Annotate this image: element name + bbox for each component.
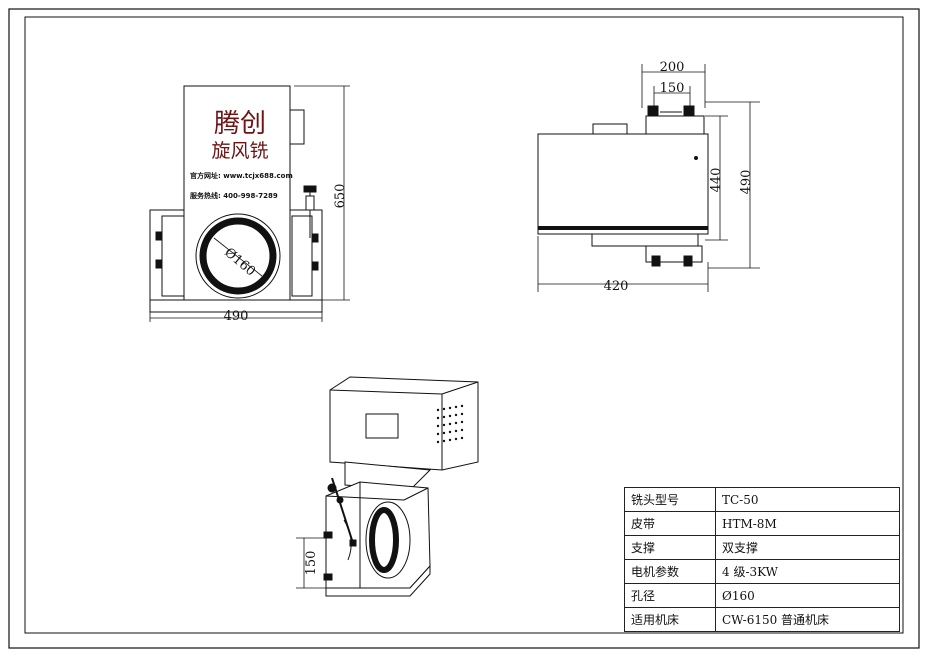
dim-front-width: 490 bbox=[224, 309, 249, 324]
dim-side-height-inner: 440 bbox=[709, 168, 724, 193]
spec-key: 孔径 bbox=[624, 583, 716, 608]
front-side-cover bbox=[289, 109, 305, 145]
side-view bbox=[537, 105, 709, 267]
inner-frame bbox=[24, 16, 904, 634]
dim-side-top-outer: 200 bbox=[660, 60, 685, 75]
dim-front-height: 650 bbox=[333, 184, 348, 209]
outer-frame bbox=[8, 8, 920, 649]
table-row: 孔径 Ø160 bbox=[624, 583, 900, 608]
left-bolt-lower bbox=[155, 259, 163, 269]
iso-motor-box bbox=[329, 376, 479, 471]
hotline-text: 服务热线: 400-998-7289 bbox=[190, 191, 278, 200]
spec-key: 皮带 bbox=[624, 511, 716, 536]
dim-iso-height: 150 bbox=[304, 551, 319, 576]
table-row: 支撑 双支撑 bbox=[624, 535, 900, 560]
side-housing bbox=[537, 133, 709, 235]
side-dimensions bbox=[537, 64, 760, 292]
right-bolt-lower bbox=[311, 261, 319, 271]
dim-side-top-inner: 150 bbox=[660, 81, 685, 96]
bore-ring bbox=[199, 217, 277, 295]
brand-subtitle: 旋风铣 bbox=[211, 140, 268, 162]
spec-value: 4 级-3KW bbox=[715, 559, 900, 584]
vent-holes bbox=[436, 404, 464, 444]
dim-side-depth: 420 bbox=[604, 279, 629, 294]
left-bolt-upper bbox=[155, 231, 163, 241]
table-row: 电机参数 4 级-3KW bbox=[624, 559, 900, 584]
spec-value: 双支撑 bbox=[715, 535, 900, 560]
dim-side-height-outer: 490 bbox=[739, 170, 754, 195]
table-row: 适用机床 CW-6150 普通机床 bbox=[624, 607, 900, 632]
iso-dimensions bbox=[296, 537, 326, 589]
spec-table: 铣头型号 TC-50 皮带 HTM-8M 支撑 双支撑 电机参数 4 级-3KW… bbox=[624, 487, 900, 632]
brand-name: 腾创 bbox=[214, 109, 266, 139]
spec-key: 铣头型号 bbox=[624, 487, 716, 512]
spec-value: CW-6150 普通机床 bbox=[715, 607, 900, 632]
spec-value: TC-50 bbox=[715, 487, 900, 512]
table-row: 皮带 HTM-8M bbox=[624, 511, 900, 536]
spec-key: 适用机床 bbox=[624, 607, 716, 632]
right-bolt-upper bbox=[311, 233, 319, 243]
spec-value: HTM-8M bbox=[715, 511, 900, 536]
side-top-bracket bbox=[645, 115, 705, 135]
spec-key: 电机参数 bbox=[624, 559, 716, 584]
iso-view bbox=[323, 376, 479, 597]
spec-value: Ø160 bbox=[715, 583, 900, 608]
front-view bbox=[149, 85, 323, 313]
iso-cover-plate bbox=[365, 413, 399, 439]
spec-key: 支撑 bbox=[624, 535, 716, 560]
front-dimensions bbox=[149, 85, 350, 322]
website-text: 官方网址: www.tcjx688.com bbox=[190, 171, 293, 180]
table-row: 铣头型号 TC-50 bbox=[624, 487, 900, 512]
adjust-screw bbox=[305, 195, 315, 211]
front-base bbox=[149, 299, 323, 313]
